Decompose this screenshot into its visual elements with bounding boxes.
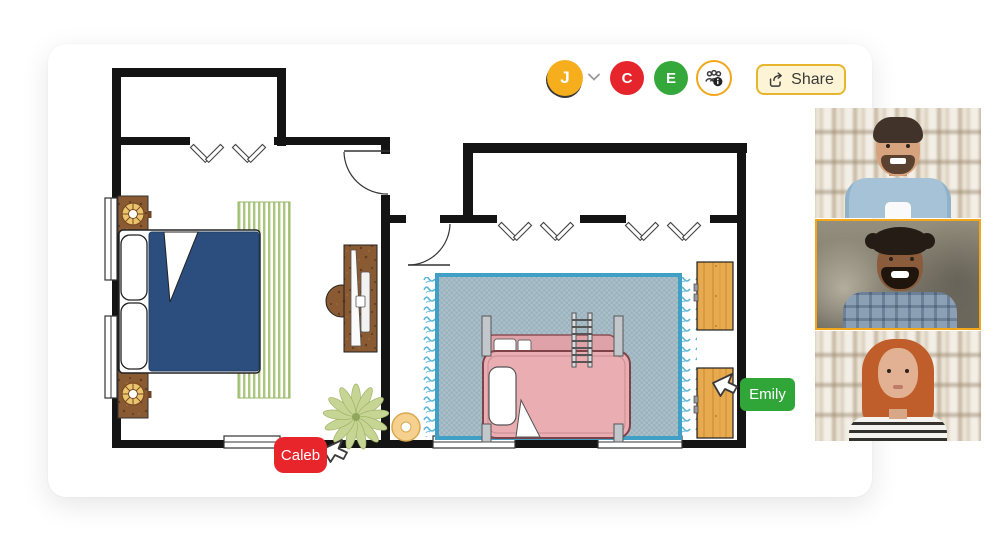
avatar-initial: E xyxy=(665,69,676,87)
chevron-down-icon[interactable] xyxy=(588,73,600,81)
caleb-cursor-icon xyxy=(322,439,348,463)
caleb-name-label: Caleb xyxy=(280,446,321,464)
emily-name-tag: Emily xyxy=(740,378,795,411)
user-avatar-j[interactable]: J xyxy=(547,60,583,96)
collaborator-avatar-c[interactable]: C xyxy=(610,61,644,95)
nightstand-top[interactable] xyxy=(117,195,152,234)
participant-3-face xyxy=(878,348,918,398)
door-left-room[interactable] xyxy=(343,150,390,195)
video-tile-participant-3[interactable] xyxy=(815,331,981,441)
participant-2-shirt xyxy=(843,292,957,328)
desk-with-chair[interactable] xyxy=(325,244,378,353)
participant-3-shirt xyxy=(849,417,947,441)
round-pouf[interactable] xyxy=(391,412,421,442)
share-button-label: Share xyxy=(791,70,834,88)
emily-name-label: Emily xyxy=(749,386,786,403)
share-icon xyxy=(769,71,783,87)
floor-plan-card xyxy=(48,44,872,497)
wall-cabinet-top[interactable] xyxy=(693,261,734,331)
video-tile-participant-2-active[interactable] xyxy=(815,219,981,330)
group-info-icon xyxy=(705,69,723,87)
group-info-button[interactable] xyxy=(696,60,732,96)
collaborator-avatar-e[interactable]: E xyxy=(654,61,688,95)
potted-plant[interactable] xyxy=(322,383,390,450)
door-right-room[interactable] xyxy=(407,223,451,266)
video-tile-participant-1[interactable] xyxy=(815,108,981,218)
bunk-ladder xyxy=(571,312,593,368)
caleb-name-tag: Caleb xyxy=(274,437,327,473)
bunk-bed[interactable] xyxy=(481,312,631,443)
double-bed[interactable] xyxy=(118,229,261,374)
share-button[interactable]: Share xyxy=(756,64,846,95)
floor-plan-canvas[interactable] xyxy=(48,44,872,497)
avatar-initial: C xyxy=(621,69,633,87)
emily-cursor-icon xyxy=(712,373,738,397)
avatar-initial: J xyxy=(560,68,570,87)
video-call-panel xyxy=(815,108,981,441)
nightstand-bottom[interactable] xyxy=(117,370,152,419)
